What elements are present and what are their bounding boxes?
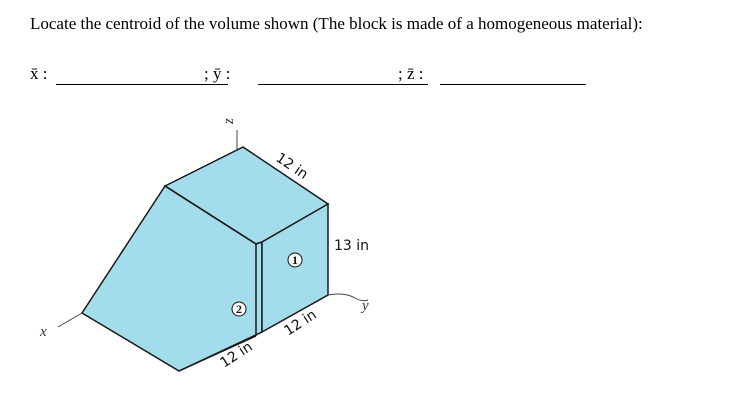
y-axis-line <box>327 293 369 302</box>
z-bar-label: ; z̄ : <box>398 64 424 83</box>
answer-row: x̄ : ; ȳ : ; z̄ : <box>30 64 590 86</box>
y-bar-label: ; ȳ : <box>204 64 231 83</box>
y-bar-blank[interactable] <box>258 84 428 85</box>
x-axis-line <box>57 312 83 328</box>
dim-height: 13 in <box>334 238 369 254</box>
problem-statement: Locate the centroid of the volume shown … <box>30 14 643 33</box>
part-2-marker <box>231 301 247 317</box>
x-bar-label: x̄ : <box>30 64 48 83</box>
z-axis-label: z <box>221 118 237 125</box>
part-1-label: 1 <box>292 253 298 267</box>
x-axis-label: x <box>39 324 47 340</box>
z-bar-blank[interactable] <box>440 84 586 85</box>
part-2-label: 2 <box>236 302 242 316</box>
part-1-marker <box>287 252 303 268</box>
y-axis-label: y <box>360 298 369 314</box>
top-edge <box>164 185 257 245</box>
x-bar-blank[interactable] <box>56 84 228 85</box>
bottom-edge <box>178 335 257 372</box>
